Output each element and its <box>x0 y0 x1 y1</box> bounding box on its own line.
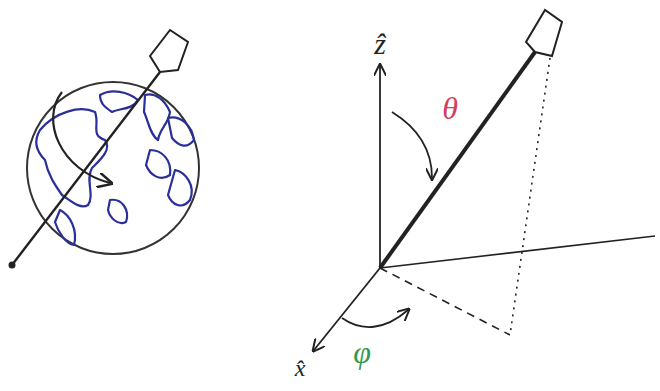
earth-globe <box>9 30 200 269</box>
angle-label: φ <box>353 336 371 368</box>
axis-label: ẑ <box>374 29 386 59</box>
axis-label: x̂ <box>295 356 306 380</box>
angle-label: θ <box>442 92 458 124</box>
coordinate-axes <box>314 10 655 350</box>
